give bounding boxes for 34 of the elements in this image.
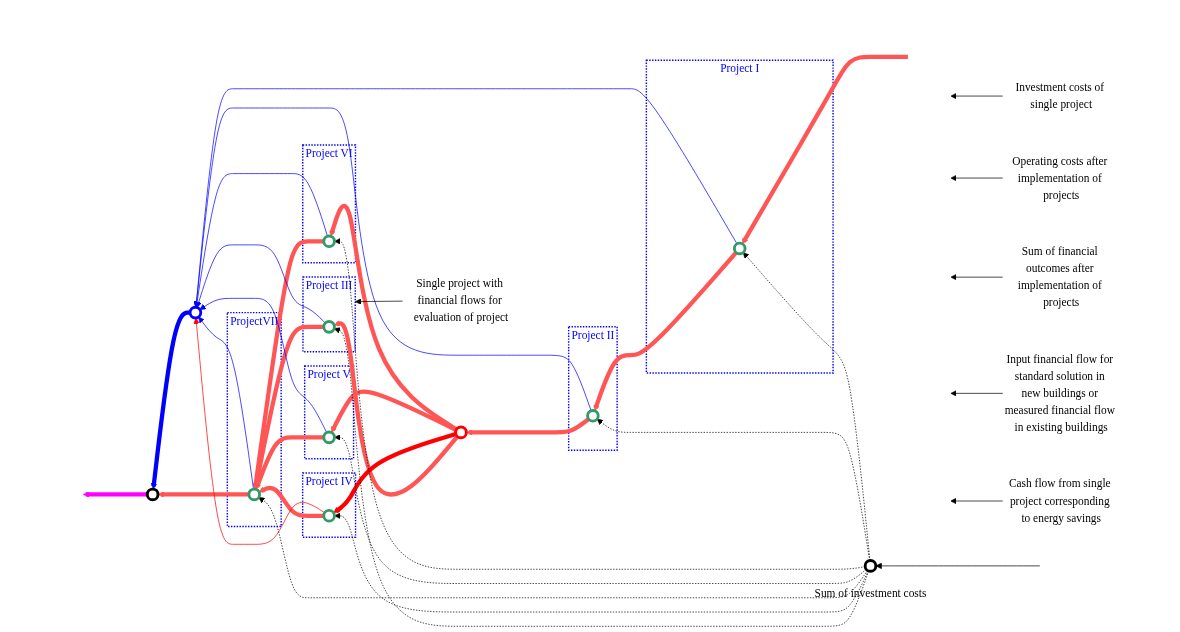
arrow: [466, 417, 590, 436]
node-circle: [322, 430, 336, 445]
arrow: [593, 251, 738, 412]
arrow: [82, 491, 148, 498]
arrow: [255, 435, 324, 490]
annotation-text: Investment costs of single project: [1015, 81, 1105, 111]
node-circle: [322, 509, 336, 523]
arrow: [333, 320, 460, 497]
project-box: Project I: [645, 59, 834, 374]
node-circle: [454, 425, 468, 440]
node-circle: [322, 234, 336, 249]
annotation-text: Sum of financial outcomes after implementation of projects: [1017, 245, 1102, 309]
node-circle: [145, 487, 160, 502]
node-circle: [322, 320, 336, 334]
node-label: Sum of investment costs: [814, 586, 927, 600]
node-circle: [586, 409, 600, 423]
project-box: Project V: [303, 365, 355, 460]
project-box: Project III: [302, 276, 356, 353]
arrow: [333, 431, 457, 514]
node-circle: [863, 559, 878, 573]
arrow: [258, 485, 324, 518]
arrow: [252, 239, 324, 490]
project-box: Project II: [567, 325, 618, 451]
node-circle: [247, 487, 262, 502]
annotation-text: Single project with financial flows for evaluation of project: [413, 276, 509, 324]
node-circle: [732, 241, 747, 256]
annotation-text: Operating costs after implementation of projects: [1012, 154, 1108, 201]
project-box: Project VI: [302, 144, 357, 264]
node-circle: [188, 305, 203, 320]
arrow: [150, 310, 191, 490]
arrow: [157, 491, 249, 498]
arrow: [742, 54, 908, 245]
annotation-text: Input financial flow for standard solution in new buildings or measured financial flow in existing buildings: [1004, 352, 1115, 434]
annotation-text: Cash flow from single project corresponding to energy savings: [1008, 477, 1111, 524]
